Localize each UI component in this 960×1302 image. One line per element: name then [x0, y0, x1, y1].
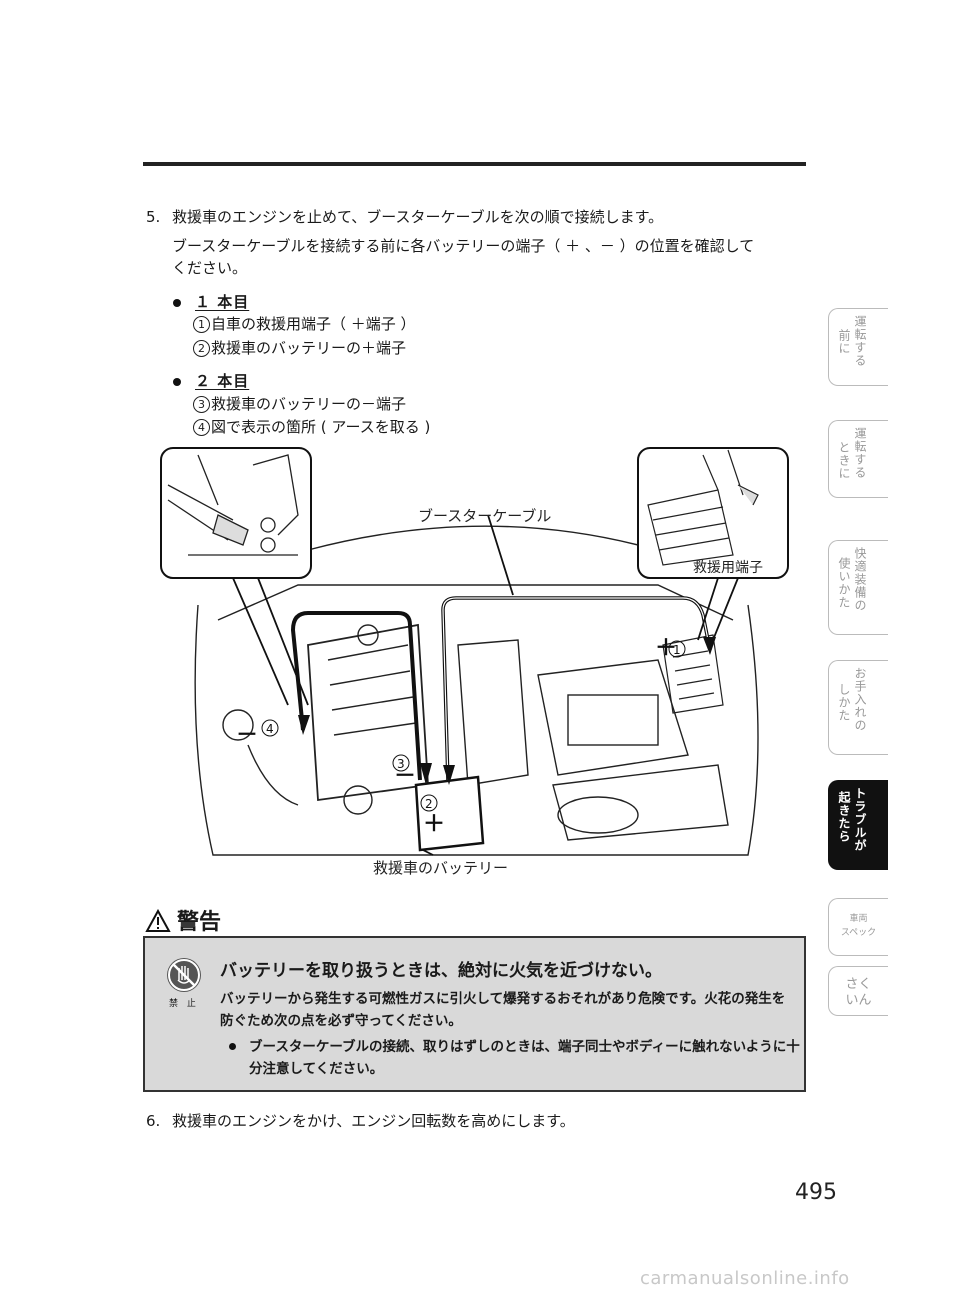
plus-sign: ＋: [423, 812, 445, 837]
list-item-text: 救援車のバッテリーの－端子: [211, 395, 407, 413]
marker-4: 4: [266, 722, 274, 736]
tab-label: 快適装備の: [853, 547, 867, 612]
step-6: 6. 救援車のエンジンをかけ、エンジン回転数を高めにします。: [146, 1110, 575, 1132]
tab-vehicle-specs[interactable]: 車両 スペック: [828, 898, 888, 956]
hood-outline: [307, 525, 639, 551]
bullet-icon: [173, 377, 181, 386]
cable-2-heading: ２ 本目: [173, 370, 249, 391]
tab-label: ときに: [837, 441, 851, 480]
step-text: 救援車のエンジンをかけ、エンジン回転数を高めにします。: [172, 1112, 575, 1130]
tab-troubleshooting[interactable]: トラブルが 起きたら: [828, 780, 888, 870]
list-item-text: 救援車のバッテリーの＋端子: [211, 339, 407, 357]
marker-1: 1: [673, 643, 681, 657]
warning-box: 禁 止 バッテリーを取り扱うときは、絶対に火気を近づけない。 バッテリーから発生…: [143, 936, 806, 1092]
booster-cable-black: [290, 611, 422, 781]
cable-2-label: ２ 本目: [195, 372, 250, 390]
prohibit-label: 禁 止: [169, 999, 199, 1009]
bullet-icon: [173, 298, 181, 307]
step-5-note-line-1: ブースターケーブルを接続する前に各バッテリーの端子（ ＋ 、－ ）の位置を確認し…: [172, 237, 755, 255]
tab-label: いん: [845, 993, 872, 1008]
label-booster-cable: ブースターケーブル: [418, 507, 551, 525]
circled-number: 1: [193, 316, 210, 333]
cable-1-heading: １ 本目: [173, 291, 249, 312]
cable-1-label: １ 本目: [195, 293, 250, 311]
label-rescue-battery: 救援車のバッテリー: [373, 859, 508, 877]
tab-label: お手入れの: [853, 667, 867, 732]
tab-label: 運転する: [853, 427, 867, 479]
tab-label: スペック: [840, 928, 877, 938]
step-5: 5. 救援車のエンジンを止めて、ブースターケーブルを次の順で接続します。: [146, 206, 663, 228]
header-rule: [143, 162, 806, 166]
fuse-box: [662, 634, 724, 714]
warning-title: バッテリーを取り扱うときは、絶対に火気を近づけない。: [220, 961, 662, 981]
list-item-text: 図で表示の箇所 ( アースを取る ): [211, 418, 431, 436]
watermark: carmanualsonline.info: [640, 1268, 850, 1289]
prohibit-hand-icon: [167, 958, 201, 992]
warning-triangle-icon: [145, 909, 171, 932]
engine-bay-outline: [194, 604, 759, 856]
marker-3: 3: [397, 757, 405, 771]
warning-heading: 警告: [145, 904, 221, 936]
tab-label: 起きたら: [837, 791, 851, 843]
tab-label: 使いかた: [837, 557, 851, 609]
tab-label: トラブルが: [853, 787, 867, 852]
tab-label: 車両: [849, 914, 868, 924]
tab-while-driving[interactable]: 運転する ときに: [828, 420, 888, 498]
label-rescue-terminal: 救援用端子: [693, 560, 763, 576]
inset-left: [160, 447, 312, 579]
list-item-text: 自車の救援用端子（ ＋端子 ）: [211, 315, 416, 333]
tab-before-driving[interactable]: 運転する 前に: [828, 308, 888, 386]
circled-number: 2: [193, 340, 210, 357]
battery: [414, 775, 485, 852]
clamps: [298, 637, 716, 785]
tab-label: さく: [845, 977, 872, 992]
minus-sign: －: [394, 764, 416, 789]
warning-bullet-text: ブースターケーブルの接続、取りはずしのときは、端子同士やボディーに触れないように…: [249, 1039, 800, 1077]
circled-number: 4: [193, 419, 210, 436]
tab-index[interactable]: さく いん: [828, 966, 888, 1016]
tab-label: 前に: [837, 329, 851, 355]
page-number: 495: [795, 1180, 837, 1205]
step-5-note-line-2: ください。: [172, 259, 248, 277]
warning-body: バッテリーから発生する可燃性ガスに引火して爆発するおそれがあり危険です。火花の発…: [220, 991, 786, 1029]
inset-right: [637, 447, 789, 579]
warning-bullet: ブースターケーブルの接続、取りはずしのときは、端子同士やボディーに触れないように…: [229, 1036, 809, 1080]
bullet-icon: [229, 1043, 236, 1050]
minus-sign: －: [236, 723, 258, 748]
tab-label: しかた: [837, 683, 851, 722]
warning-heading-text: 警告: [177, 910, 222, 935]
circled-number: 3: [193, 396, 210, 413]
marker-2: 2: [425, 797, 433, 811]
step-text: 救援車のエンジンを止めて、ブースターケーブルを次の順で接続します。: [172, 208, 664, 226]
tab-comfort-equipment[interactable]: 快適装備の 使いかた: [828, 540, 888, 635]
step-number: 6.: [146, 1112, 161, 1130]
tab-maintenance[interactable]: お手入れの しかた: [828, 660, 888, 755]
engine-bay-illustration: ブースターケーブル 救援用端子 救援車のバッテリー ＋ 1 － 4 3 － 2 …: [160, 447, 789, 877]
tab-label: 運転する: [853, 315, 867, 367]
step-number: 5.: [146, 208, 161, 226]
reservoir-cap: [222, 709, 254, 741]
